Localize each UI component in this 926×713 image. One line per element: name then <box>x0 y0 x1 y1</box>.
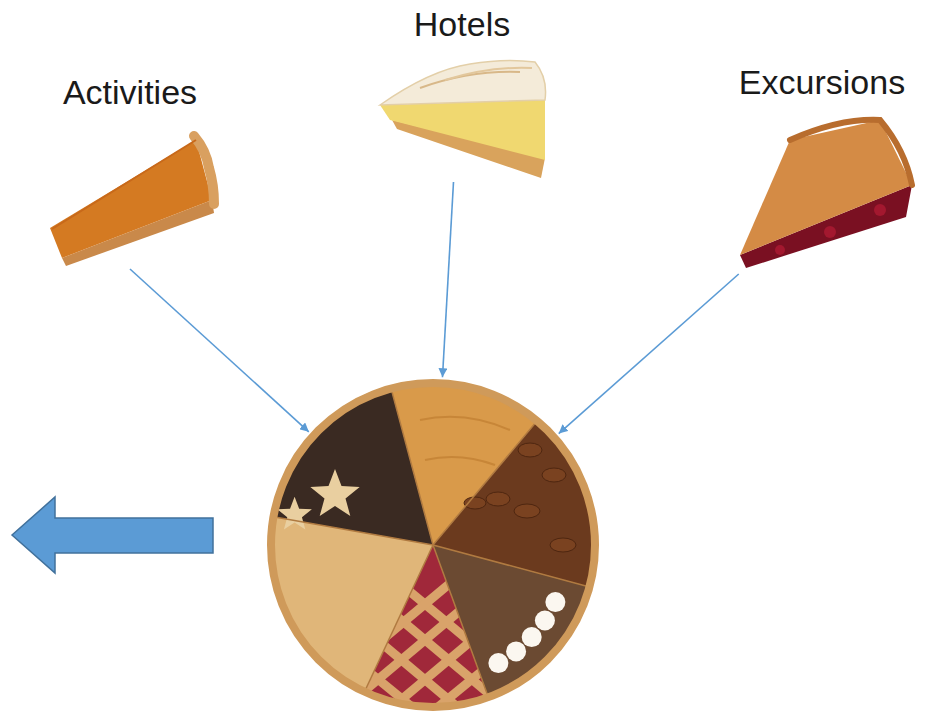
pie-slice: Activities <box>43 72 218 267</box>
slice-label: Activities <box>43 72 218 112</box>
slice-label: Excursions <box>730 62 915 102</box>
connector-arrow <box>559 274 739 434</box>
pie-slice: Excursions <box>730 62 915 272</box>
whole-pie <box>268 380 598 713</box>
pie-slice: Hotels <box>377 4 547 180</box>
cherry-slice <box>740 120 912 268</box>
slice-label: Hotels <box>377 4 547 44</box>
block-arrow <box>12 497 213 573</box>
pumpkin-slice <box>50 136 214 266</box>
whole-pie <box>268 380 598 710</box>
connector-arrow <box>442 182 453 377</box>
lemon-meringue-slice <box>380 60 546 178</box>
connector-arrow <box>130 269 309 432</box>
